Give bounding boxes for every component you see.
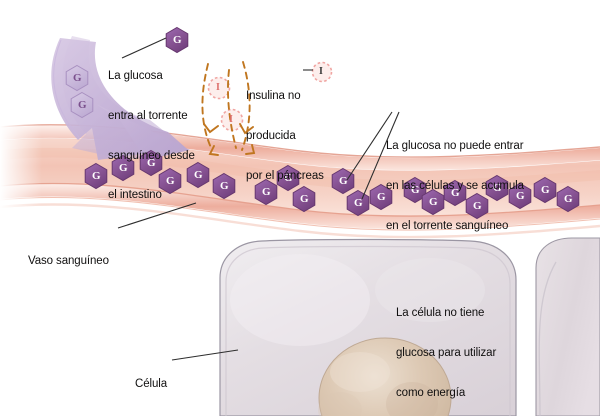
insulin-circle: [311, 61, 333, 83]
label-line: como energía: [396, 386, 466, 399]
insulin-blocked-arrows: [201, 61, 251, 151]
insulin-arrow-heads: [203, 123, 256, 156]
label-line: en las células y se acumula: [386, 180, 524, 193]
leader-cell: [171, 349, 239, 361]
leader-glucose-cannot-enter-a: [346, 111, 393, 181]
glucose-entry-arrow: [51, 36, 190, 160]
blood-vessel-label: Vaso sanguíneo: [28, 229, 109, 295]
cell-group: [219, 237, 600, 416]
label-line: Insulina no: [246, 90, 301, 103]
cell-no-glucose-label: La célula no tiene glucosa para utilizar…: [396, 281, 496, 416]
label-line: en el torrente sanguíneo: [386, 219, 509, 232]
label-line: entra al torrente: [108, 110, 188, 123]
glucose-cannot-enter-label: La glucosa no puede entrar en las célula…: [386, 114, 524, 259]
insulin-molecules: [207, 61, 333, 132]
glucose-enters-bloodstream-label: La glucosa entra al torrente sanguíneo d…: [108, 44, 195, 229]
label-line: Vaso sanguíneo: [28, 255, 109, 268]
label-line: La célula no tiene: [396, 307, 485, 320]
leader-lines: [117, 37, 400, 361]
leader-blood-vessel: [117, 202, 197, 229]
cell-nucleus: [318, 337, 452, 416]
label-line: glucosa para utilizar: [396, 347, 497, 360]
insulin-circle: [207, 76, 231, 100]
label-line: sanguíneo desde: [108, 149, 195, 162]
label-line: Célula: [135, 378, 168, 391]
label-line: La glucosa: [108, 70, 163, 83]
cell-label: Célula: [135, 352, 167, 416]
label-line: por el páncreas: [246, 169, 324, 182]
label-line: La glucosa no puede entrar: [386, 140, 524, 153]
label-line: producida: [246, 130, 296, 143]
label-line: el intestino: [108, 189, 162, 202]
leader-glucose-cannot-enter-b: [361, 111, 400, 200]
insulin-not-produced-label: Insulina no producida por el páncreas: [246, 64, 324, 209]
leader-glucose-enters: [121, 37, 167, 59]
